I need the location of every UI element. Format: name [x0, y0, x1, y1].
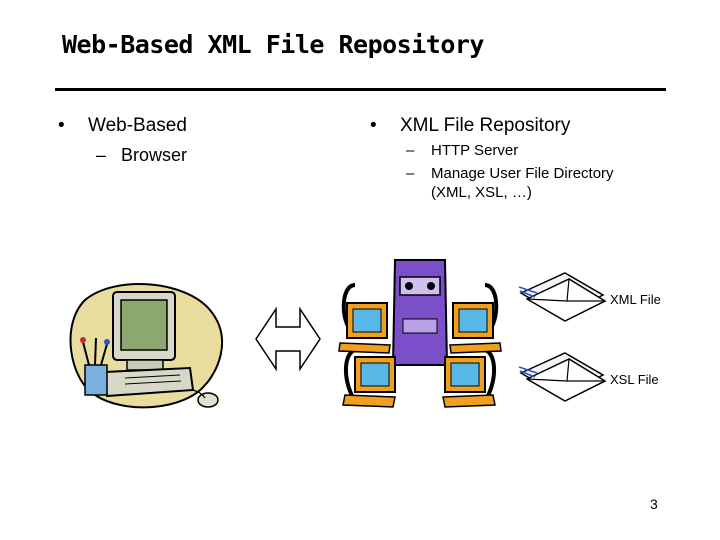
- envelope-stack-icon: [518, 352, 607, 402]
- envelope-stack-icon: [518, 272, 607, 322]
- server-network-icon: [338, 259, 502, 408]
- sub-item-continuation: (XML, XSL, …): [431, 184, 532, 201]
- slide-title: Web-Based XML File Repository: [62, 30, 485, 59]
- bullet-label: Web-Based: [88, 115, 187, 136]
- page-number: 3: [650, 496, 658, 512]
- sub-item-label: HTTP Server: [431, 142, 519, 159]
- sub-item-manage-directory: –Manage User File Directory: [406, 165, 614, 182]
- sub-item-label: Manage User File Directory: [431, 165, 614, 182]
- sub-item-http-server: –HTTP Server: [406, 142, 519, 159]
- sub-item-label: Browser: [121, 145, 188, 165]
- file-label-xsl: XSL File: [610, 372, 659, 387]
- title-divider: [55, 88, 666, 91]
- bullet-xml-file-repository: •XML File Repository: [370, 115, 571, 136]
- double-arrow-icon: [255, 306, 321, 372]
- bullet-web-based: •Web-Based: [58, 115, 187, 136]
- sub-item-browser: –Browser: [96, 145, 188, 165]
- file-label-xml: XML File: [610, 292, 661, 307]
- desktop-computer-icon: [69, 283, 223, 409]
- bullet-label: XML File Repository: [400, 115, 571, 136]
